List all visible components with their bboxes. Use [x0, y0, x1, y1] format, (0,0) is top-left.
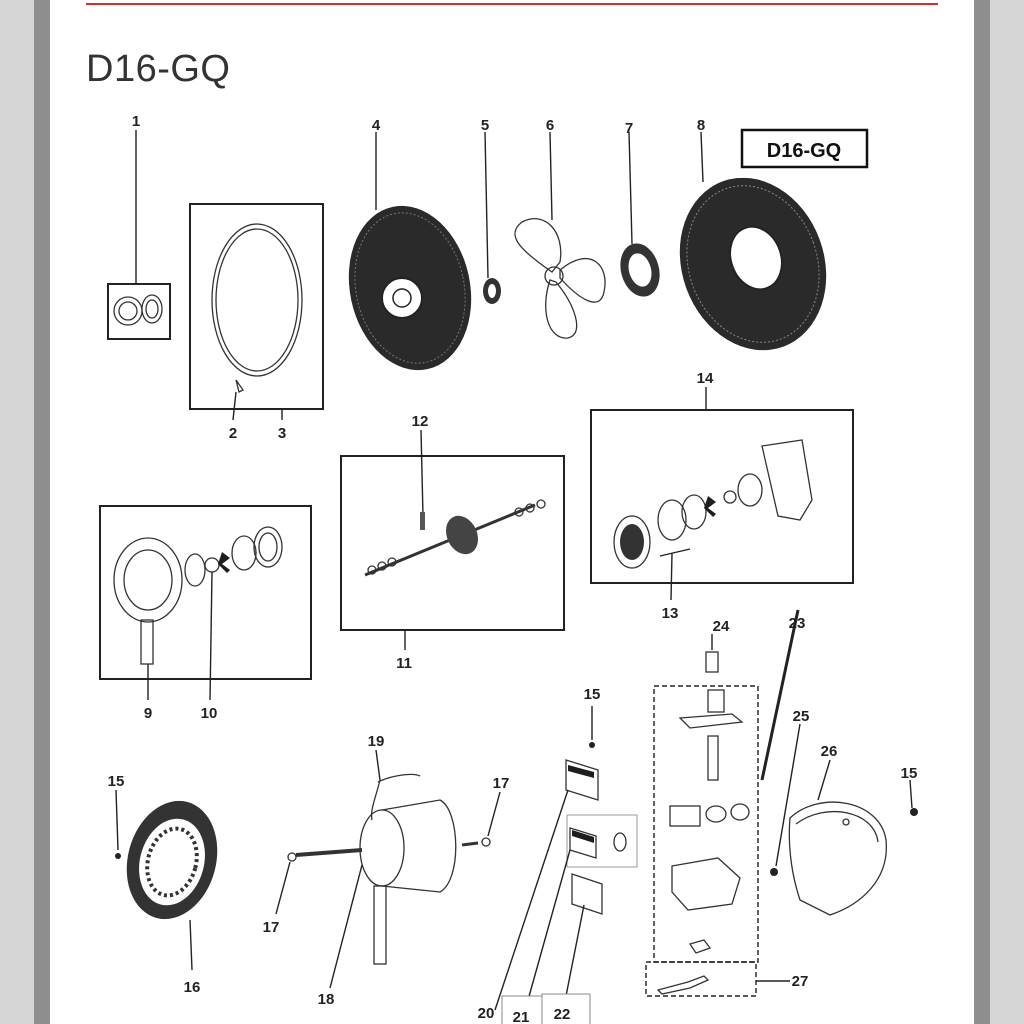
left-frame [0, 0, 34, 1024]
callout-4: 4 [372, 117, 381, 134]
part-26-rear-cover [788, 759, 918, 916]
callout-12: 12 [412, 413, 429, 430]
model-badge-text: D16-GQ [767, 140, 841, 162]
part-24-oscillation-assembly [653, 634, 759, 963]
part-4-rear-grill [348, 132, 472, 371]
callout-15-rear: 15 [901, 765, 918, 782]
right-frame-edge [974, 0, 990, 1024]
part-11-rotor-assembly [340, 429, 565, 650]
callout-2: 2 [229, 425, 237, 442]
part-1-washers [107, 130, 171, 340]
part-20-clip [494, 706, 599, 1011]
part-23-rod [760, 609, 800, 781]
callout-20: 20 [478, 1005, 495, 1022]
callout-8: 8 [697, 117, 705, 134]
part-25-screw [770, 723, 801, 876]
part-6-fan-blade [514, 131, 606, 339]
callout-24: 24 [713, 618, 730, 635]
callout-18: 18 [318, 991, 335, 1008]
callout-3: 3 [278, 425, 286, 442]
callout-27: 27 [792, 973, 809, 990]
callout-15-clip: 15 [584, 686, 601, 703]
callout-9: 9 [144, 705, 152, 722]
callout-13: 13 [662, 605, 679, 622]
callout-26: 26 [821, 743, 838, 760]
callout-1: 1 [132, 113, 140, 130]
right-frame [990, 0, 1024, 1024]
part-3-ring [189, 203, 324, 421]
callout-15-cover: 15 [108, 773, 125, 790]
part-7-spinner [620, 131, 660, 297]
callout-14: 14 [697, 370, 714, 387]
callout-16: 16 [184, 979, 201, 996]
callout-22: 22 [554, 1006, 571, 1023]
callout-21: 21 [513, 1009, 530, 1024]
callout-17-right: 17 [493, 775, 510, 792]
callout-25: 25 [793, 708, 810, 725]
header-rule [86, 3, 938, 5]
page-title: D16-GQ [86, 48, 231, 90]
callout-7: 7 [625, 120, 633, 137]
callout-10: 10 [201, 705, 218, 722]
callout-19: 19 [368, 733, 385, 750]
label-boxes-21-22 [501, 993, 591, 1024]
part-14-front-housing [590, 387, 854, 601]
part-16-motor-cover [115, 789, 218, 971]
model-badge: D16-GQ [740, 128, 869, 169]
part-27-lever [645, 961, 790, 997]
callout-6: 6 [546, 117, 554, 134]
callout-labels: 1 2 3 4 5 6 7 8 9 10 11 12 13 14 15 15 1… [108, 113, 918, 1024]
part-5-nut [483, 131, 501, 304]
callout-23: 23 [789, 615, 806, 632]
part-9-rear-housing [99, 505, 312, 701]
part-8-front-grill [679, 131, 827, 351]
left-frame-edge [34, 0, 50, 1024]
callout-11: 11 [396, 655, 412, 672]
callout-17-left: 17 [263, 919, 280, 936]
part-21-bracket [527, 814, 638, 1001]
callout-5: 5 [481, 117, 489, 134]
part-22-plate [565, 873, 603, 997]
part-18-motor [275, 749, 501, 989]
